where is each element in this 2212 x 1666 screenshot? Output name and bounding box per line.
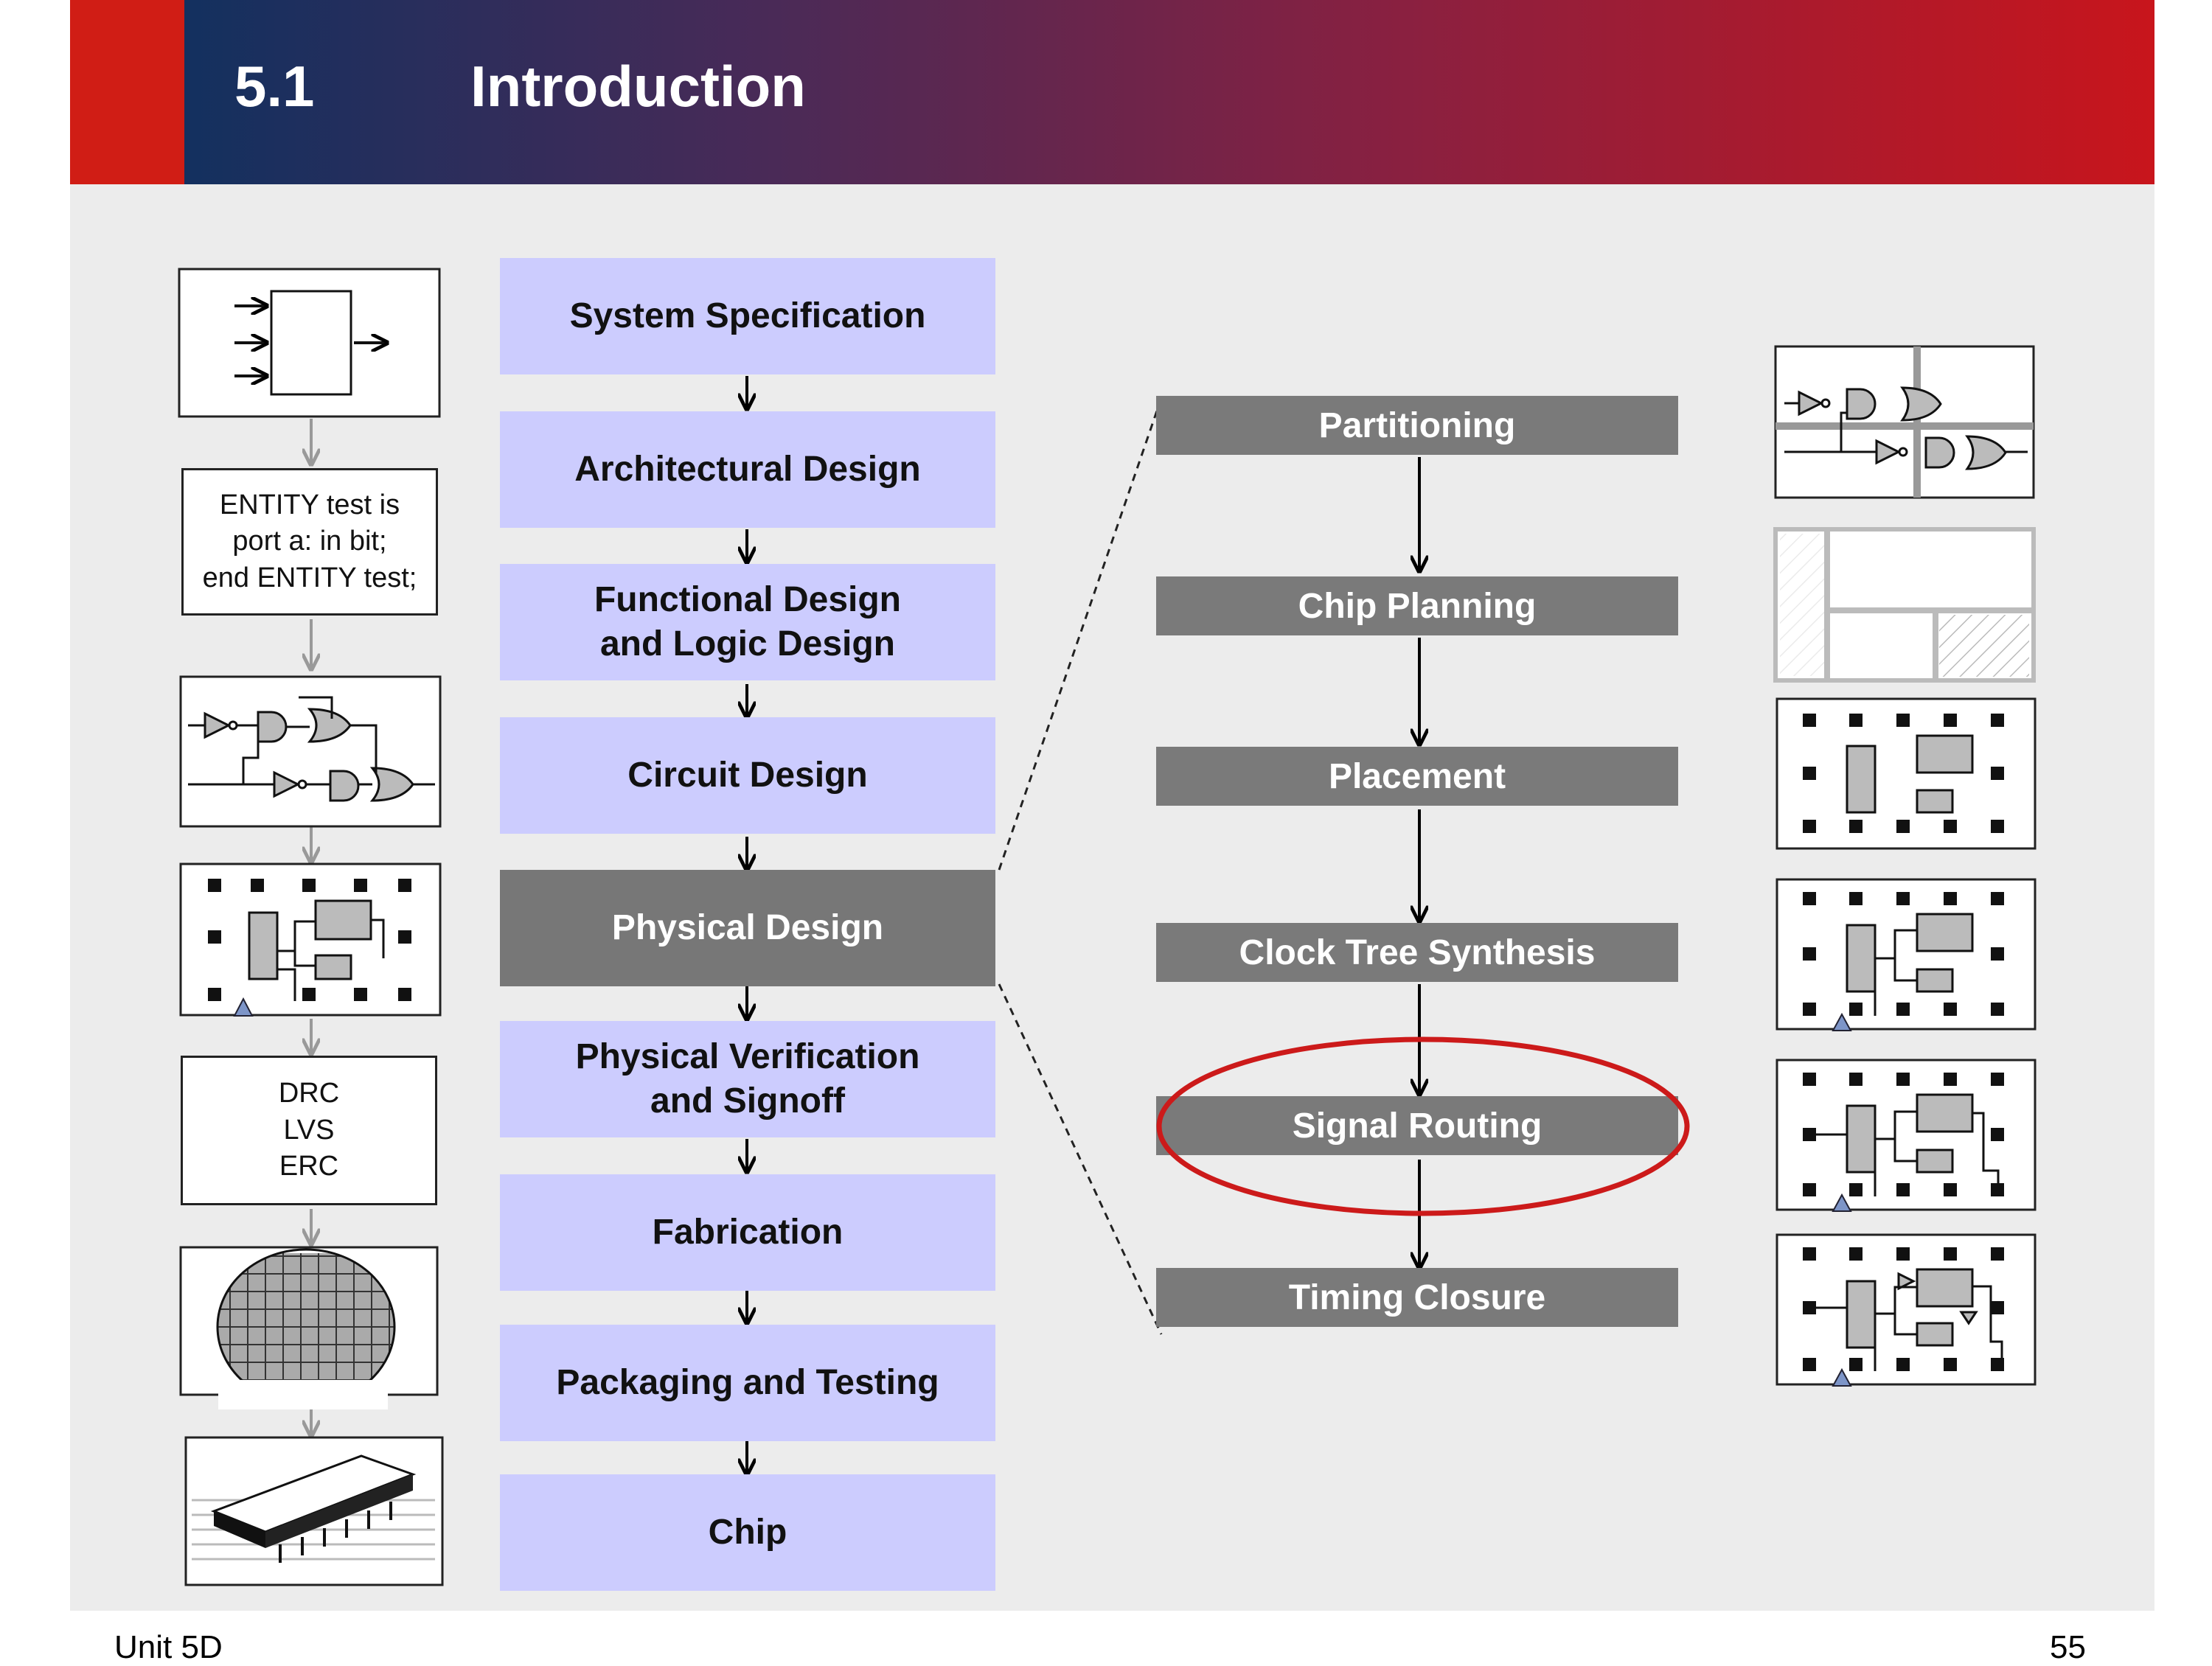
chip-package-illustration: [184, 1436, 444, 1586]
page-number: 55: [2050, 1629, 2086, 1665]
header-bar: [184, 0, 2154, 184]
flow-step-1: System Specification: [500, 258, 995, 374]
hdl-code-illustration: ENTITY test is port a: in bit; end ENTIT…: [181, 468, 438, 616]
clock-tree-illustration: [1775, 878, 2037, 1031]
flow-step-9: Chip: [500, 1474, 995, 1591]
system-block-illustration: [178, 268, 441, 418]
flow-step-2: Architectural Design: [500, 411, 995, 528]
zoom-lines: [998, 397, 1163, 1335]
logic-gates-illustration: [179, 675, 442, 828]
flow-step-5: Physical Design: [500, 870, 995, 986]
footer-unit: Unit 5D: [114, 1629, 223, 1665]
slide-title: Introduction: [470, 54, 806, 119]
pd-step-5: Signal Routing: [1156, 1096, 1678, 1155]
flow-step-8: Packaging and Testing: [500, 1325, 995, 1441]
pd-step-1: Partitioning: [1156, 396, 1678, 455]
section-number: 5.1: [234, 54, 315, 119]
pd-step-4: Clock Tree Synthesis: [1156, 923, 1678, 982]
pd-step-6: Timing Closure: [1156, 1268, 1678, 1327]
verification-illustration: DRC LVS ERC: [181, 1056, 437, 1205]
header-red-block: [70, 0, 184, 184]
chip-planning-illustration: [1773, 527, 2036, 683]
partitioning-illustration: [1774, 345, 2035, 499]
pd-step-3: Placement: [1156, 747, 1678, 806]
flow-step-4: Circuit Design: [500, 717, 995, 834]
flow-step-3: Functional Design and Logic Design: [500, 564, 995, 680]
placement-illustration: [1775, 697, 2037, 850]
flow-step-7: Fabrication: [500, 1174, 995, 1291]
signal-routing-illustration: [1775, 1059, 2037, 1212]
circuit-layout-illustration: [179, 862, 442, 1017]
flow-step-6: Physical Verification and Signoff: [500, 1021, 995, 1137]
timing-closure-illustration: [1775, 1233, 2037, 1387]
pd-step-2: Chip Planning: [1156, 576, 1678, 635]
wafer-illustration: [179, 1246, 439, 1409]
